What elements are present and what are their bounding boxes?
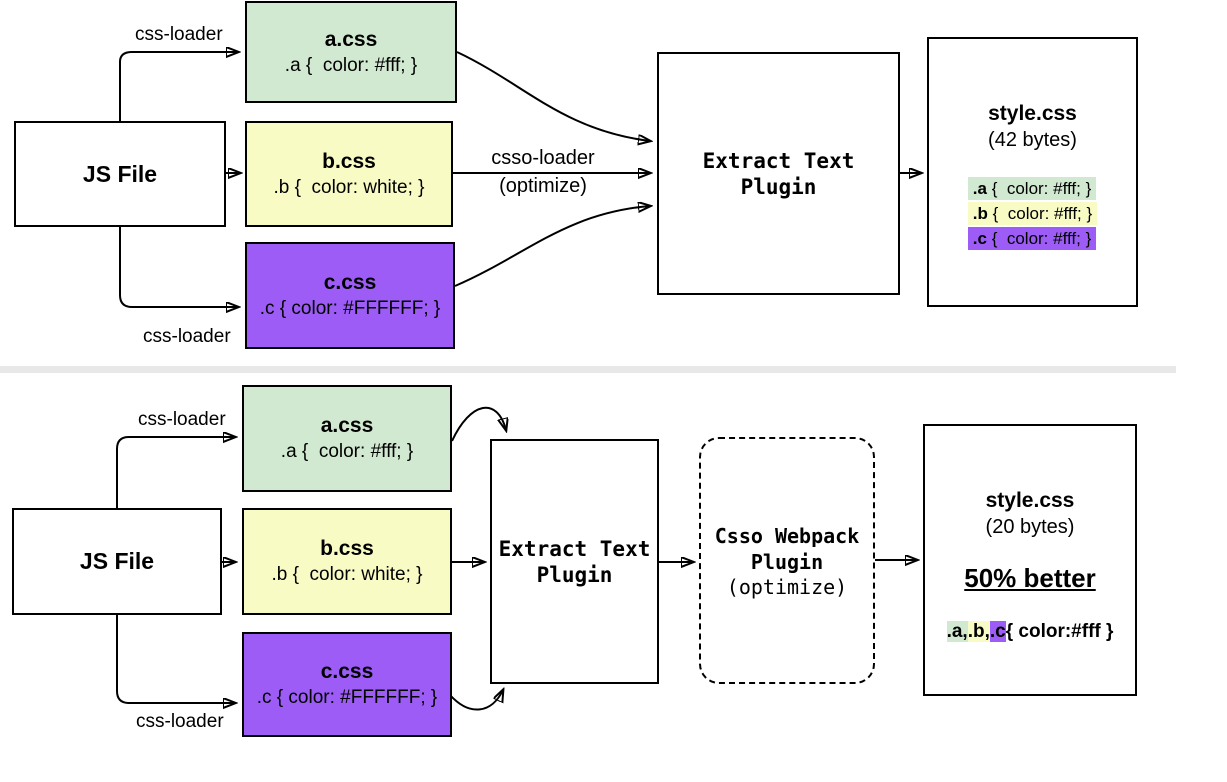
b-css-box-top: b.css .b { color: white; } [245,121,453,227]
csso-plugin-line3: (optimize) [726,574,848,599]
b-css-box-bottom: b.css .b { color: white; } [242,508,452,615]
b-css-code-top: .b { color: white; } [273,176,425,198]
csso-loader-label-line1: csso-loader [491,147,595,169]
arrow-bottom-js-to-c [116,615,235,703]
arrow-top-c-to-extract [454,206,650,287]
output-size-bottom: (20 bytes) [985,516,1075,538]
arrow-bottom-a-to-extract [451,406,506,442]
css-loader-label-top-2: css-loader [143,326,231,347]
extract-text-plugin-box-bottom: Extract Text Plugin [490,439,659,684]
style-css-output-box-bottom: style.css (20 bytes) 50% better .a,.b,.c… [923,424,1137,696]
extract-text-plugin-box-top: Extract Text Plugin [657,52,900,295]
css-loader-label-bottom-1: css-loader [138,409,226,430]
output-rule-c: .c { color: #fff; } [967,227,1097,250]
combined-rule-b: .b, [967,621,990,642]
a-css-box-top: a.css .a { color: #fff; } [245,1,457,103]
extract-plugin-line2-bottom: Plugin [536,562,613,587]
combined-rule-c: .c [989,621,1006,642]
output-title-bottom: style.css [985,489,1075,512]
style-css-output-box-top: style.css (42 bytes) .a { color: #fff; }… [927,37,1138,307]
extract-plugin-line2-top: Plugin [740,174,817,199]
csso-loader-label-line2: (optimize) [499,175,587,197]
arrow-top-js-to-c [119,227,238,307]
output-rule-a: .a { color: #fff; } [967,177,1097,200]
improvement-label: 50% better [964,563,1096,593]
csso-plugin-line2: Plugin [750,549,824,574]
extract-plugin-line1-top: Extract Text [702,148,855,173]
output-title-top: style.css [988,102,1077,125]
c-css-code-top: .c { color: #FFFFFF; } [259,298,441,319]
rule-c-body: { color: #fff; } [986,229,1092,248]
rule-a-selector: .a [972,179,987,198]
js-file-label-bottom: JS File [79,548,155,574]
b-css-code-bottom: .b { color: white; } [271,564,423,585]
csso-webpack-plugin-box: Csso Webpack Plugin (optimize) [699,437,875,684]
extract-plugin-line1-bottom: Extract Text [498,536,651,561]
c-css-box-bottom: c.css .c { color: #FFFFFF; } [242,632,452,737]
rule-c-selector: .c [972,229,987,248]
output-rule-b: .b { color: #fff; } [967,202,1098,225]
combined-rule: .a,.b,.c{ color:#fff } [946,620,1114,644]
b-css-title-top: b.css [322,149,376,173]
csso-loader-optimize-label: (optimize) [478,175,608,197]
c-css-code-bottom: .c { color: #FFFFFF; } [256,687,438,708]
b-css-title-bottom: b.css [320,537,374,560]
rule-a-body: { color: #fff; } [986,179,1092,198]
c-css-title-top: c.css [323,271,377,294]
a-css-title-top: a.css [324,27,378,51]
rule-b-body: { color: #fff; } [987,204,1093,223]
c-css-box-top: c.css .c { color: #FFFFFF; } [245,242,455,349]
js-file-box-top: JS File [14,121,226,227]
js-file-box-bottom: JS File [12,508,222,615]
combined-rule-a: .a, [946,621,968,642]
arrow-top-a-to-extract [456,51,650,141]
csso-plugin-line1: Csso Webpack [714,523,860,548]
rule-b-selector: .b [972,204,988,223]
a-css-code-bottom: .a { color: #fff; } [280,441,414,462]
combined-rule-body: { color:#fff } [1005,621,1114,642]
csso-loader-label: csso-loader [478,147,608,169]
section-divider [0,366,1176,373]
output-rules-top: .a { color: #fff; } .b { color: #fff; } … [967,177,1098,250]
arrow-bottom-c-to-extract [449,690,503,711]
css-loader-label-bottom-2: css-loader [136,711,224,732]
arrow-top-js-to-a [119,52,238,121]
arrow-bottom-js-to-a [116,437,235,508]
a-css-box-bottom: a.css .a { color: #fff; } [242,385,452,492]
c-css-title-bottom: c.css [320,660,374,683]
css-loader-label-top-1: css-loader [135,24,223,45]
js-file-label-top: JS File [82,160,158,187]
output-size-top: (42 bytes) [988,129,1077,151]
a-css-title-bottom: a.css [320,414,374,437]
a-css-code-top: .a { color: #fff; } [284,54,418,76]
